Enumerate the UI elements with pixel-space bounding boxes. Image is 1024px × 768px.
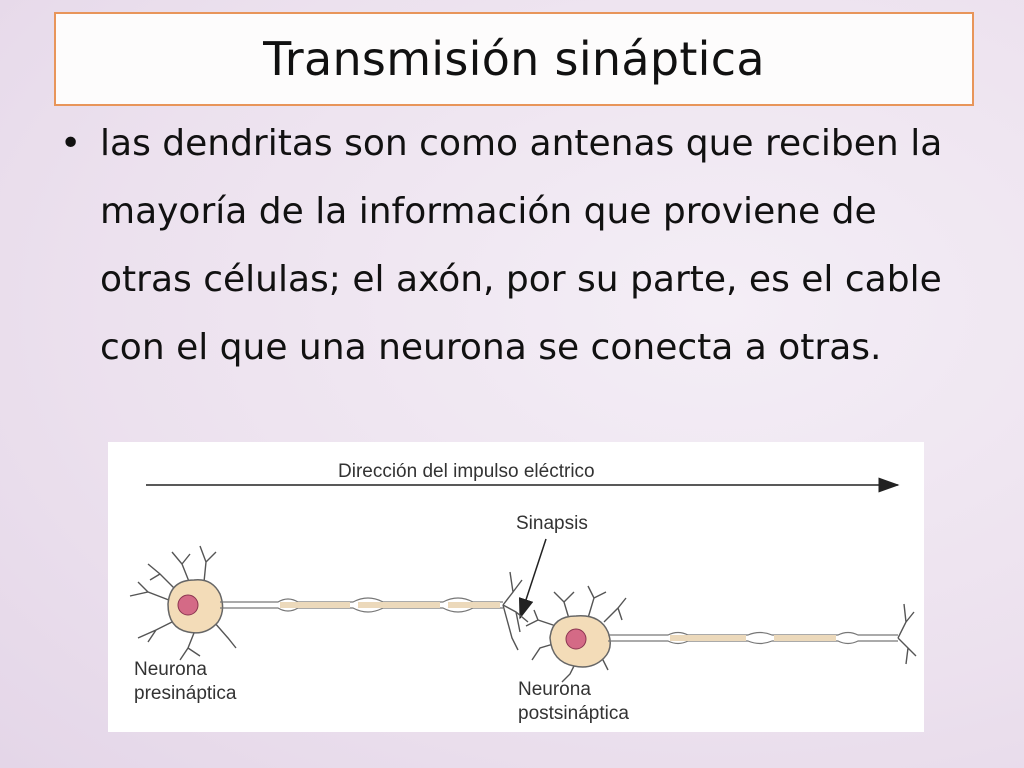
presynaptic-nucleus [177, 594, 199, 616]
slide-title-box: Transmisión sináptica [54, 12, 974, 106]
presynaptic-axon [220, 597, 503, 603]
presynaptic-label-line1: Neurona [134, 659, 207, 680]
bullet-text: las dendritas son como antenas que recib… [100, 123, 943, 368]
synapse-pointer-arrow [518, 538, 547, 620]
presynaptic-neuron [129, 545, 529, 661]
bullet-icon: • [60, 123, 82, 164]
bullet-list: • las dendritas son como antenas que rec… [60, 110, 960, 382]
postsynaptic-nucleus [565, 628, 587, 650]
presynaptic-label: Neurona presináptica [134, 658, 236, 706]
synapse-diagram-svg [129, 477, 917, 683]
synapse-diagram: Dirección del impulso eléctrico Sinapsis… [108, 442, 924, 732]
synapse-label: Sinapsis [516, 513, 588, 534]
slide-title: Transmisión sináptica [263, 32, 765, 86]
presynaptic-label-line2: presináptica [134, 683, 237, 704]
postsynaptic-axon [608, 631, 898, 636]
postsynaptic-neuron [525, 585, 917, 683]
postsynaptic-label-line2: postsináptica [518, 703, 629, 724]
postsynaptic-label-line1: Neurona [518, 679, 591, 700]
postsynaptic-label: Neurona postsináptica [518, 678, 629, 726]
direction-label: Dirección del impulso eléctrico [338, 461, 595, 482]
